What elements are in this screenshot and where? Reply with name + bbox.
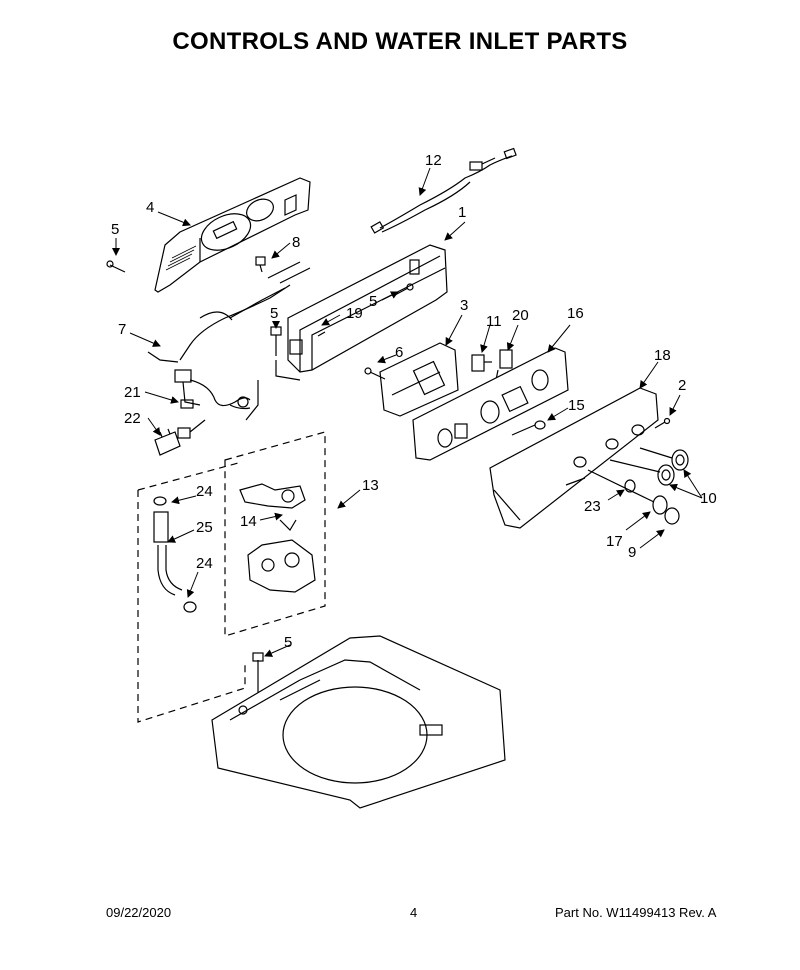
callout-5-left: 5 — [111, 221, 119, 238]
footer-part-number: Part No. W11499413 Rev. A — [555, 905, 717, 920]
callout-11: 11 — [486, 313, 502, 330]
screw-part — [364, 367, 386, 380]
knob-part — [639, 447, 689, 471]
callout-25: 25 — [196, 519, 213, 536]
callout-24-bottom: 24 — [196, 555, 213, 572]
callout-5-console: 5 — [270, 305, 278, 322]
knob-part — [587, 469, 668, 515]
upper-wire-harness-part — [370, 147, 517, 234]
callout-3: 3 — [460, 297, 468, 314]
washer-top-cover-part — [211, 635, 506, 809]
callout-8: 8 — [292, 234, 300, 251]
washer-part — [624, 479, 636, 493]
callout-19: 19 — [346, 305, 363, 322]
callout-21: 21 — [124, 384, 141, 401]
callout-14: 14 — [240, 513, 257, 530]
hose-part — [153, 496, 197, 613]
callout-5-bottom: 5 — [284, 634, 292, 651]
callout-1: 1 — [458, 204, 466, 221]
callout-4: 4 — [146, 199, 154, 216]
footer-page-number: 4 — [410, 905, 418, 920]
callout-7: 7 — [118, 321, 126, 338]
console-part — [287, 244, 448, 373]
knob-part — [664, 507, 680, 525]
console-front-part — [489, 387, 659, 529]
callout-13: 13 — [362, 477, 379, 494]
callout-23: 23 — [584, 498, 601, 515]
page-title: CONTROLS AND WATER INLET PARTS — [172, 28, 628, 55]
hose-group-outline — [137, 461, 246, 723]
control-board-part — [379, 342, 459, 417]
rear-bracket-part — [154, 177, 311, 293]
callout-15: 15 — [568, 397, 585, 414]
connector-part — [177, 419, 206, 439]
water-inlet-valve-part — [239, 483, 316, 593]
callout-2: 2 — [678, 377, 686, 394]
knob-stem-part — [511, 420, 546, 436]
callout-18: 18 — [654, 347, 671, 364]
knob-part — [609, 459, 675, 486]
footer-date: 09/22/2020 — [106, 905, 172, 920]
wire-clip-part — [255, 256, 311, 284]
screw-part — [106, 260, 126, 273]
callout-24-top: 24 — [196, 483, 213, 500]
callout-10: 10 — [700, 490, 717, 507]
callout-17: 17 — [606, 533, 623, 550]
callout-16: 16 — [567, 305, 584, 322]
switch-part — [471, 354, 492, 372]
callout-22: 22 — [124, 410, 141, 427]
main-wire-harness-part — [147, 284, 291, 421]
callout-9: 9 — [628, 544, 636, 561]
callout-6: 6 — [395, 344, 403, 361]
callout-5-center: 5 — [369, 293, 377, 310]
callout-12: 12 — [425, 152, 442, 169]
inlet-valve-group-box — [224, 431, 326, 637]
screw-part — [654, 417, 671, 429]
callout-20: 20 — [512, 307, 529, 324]
